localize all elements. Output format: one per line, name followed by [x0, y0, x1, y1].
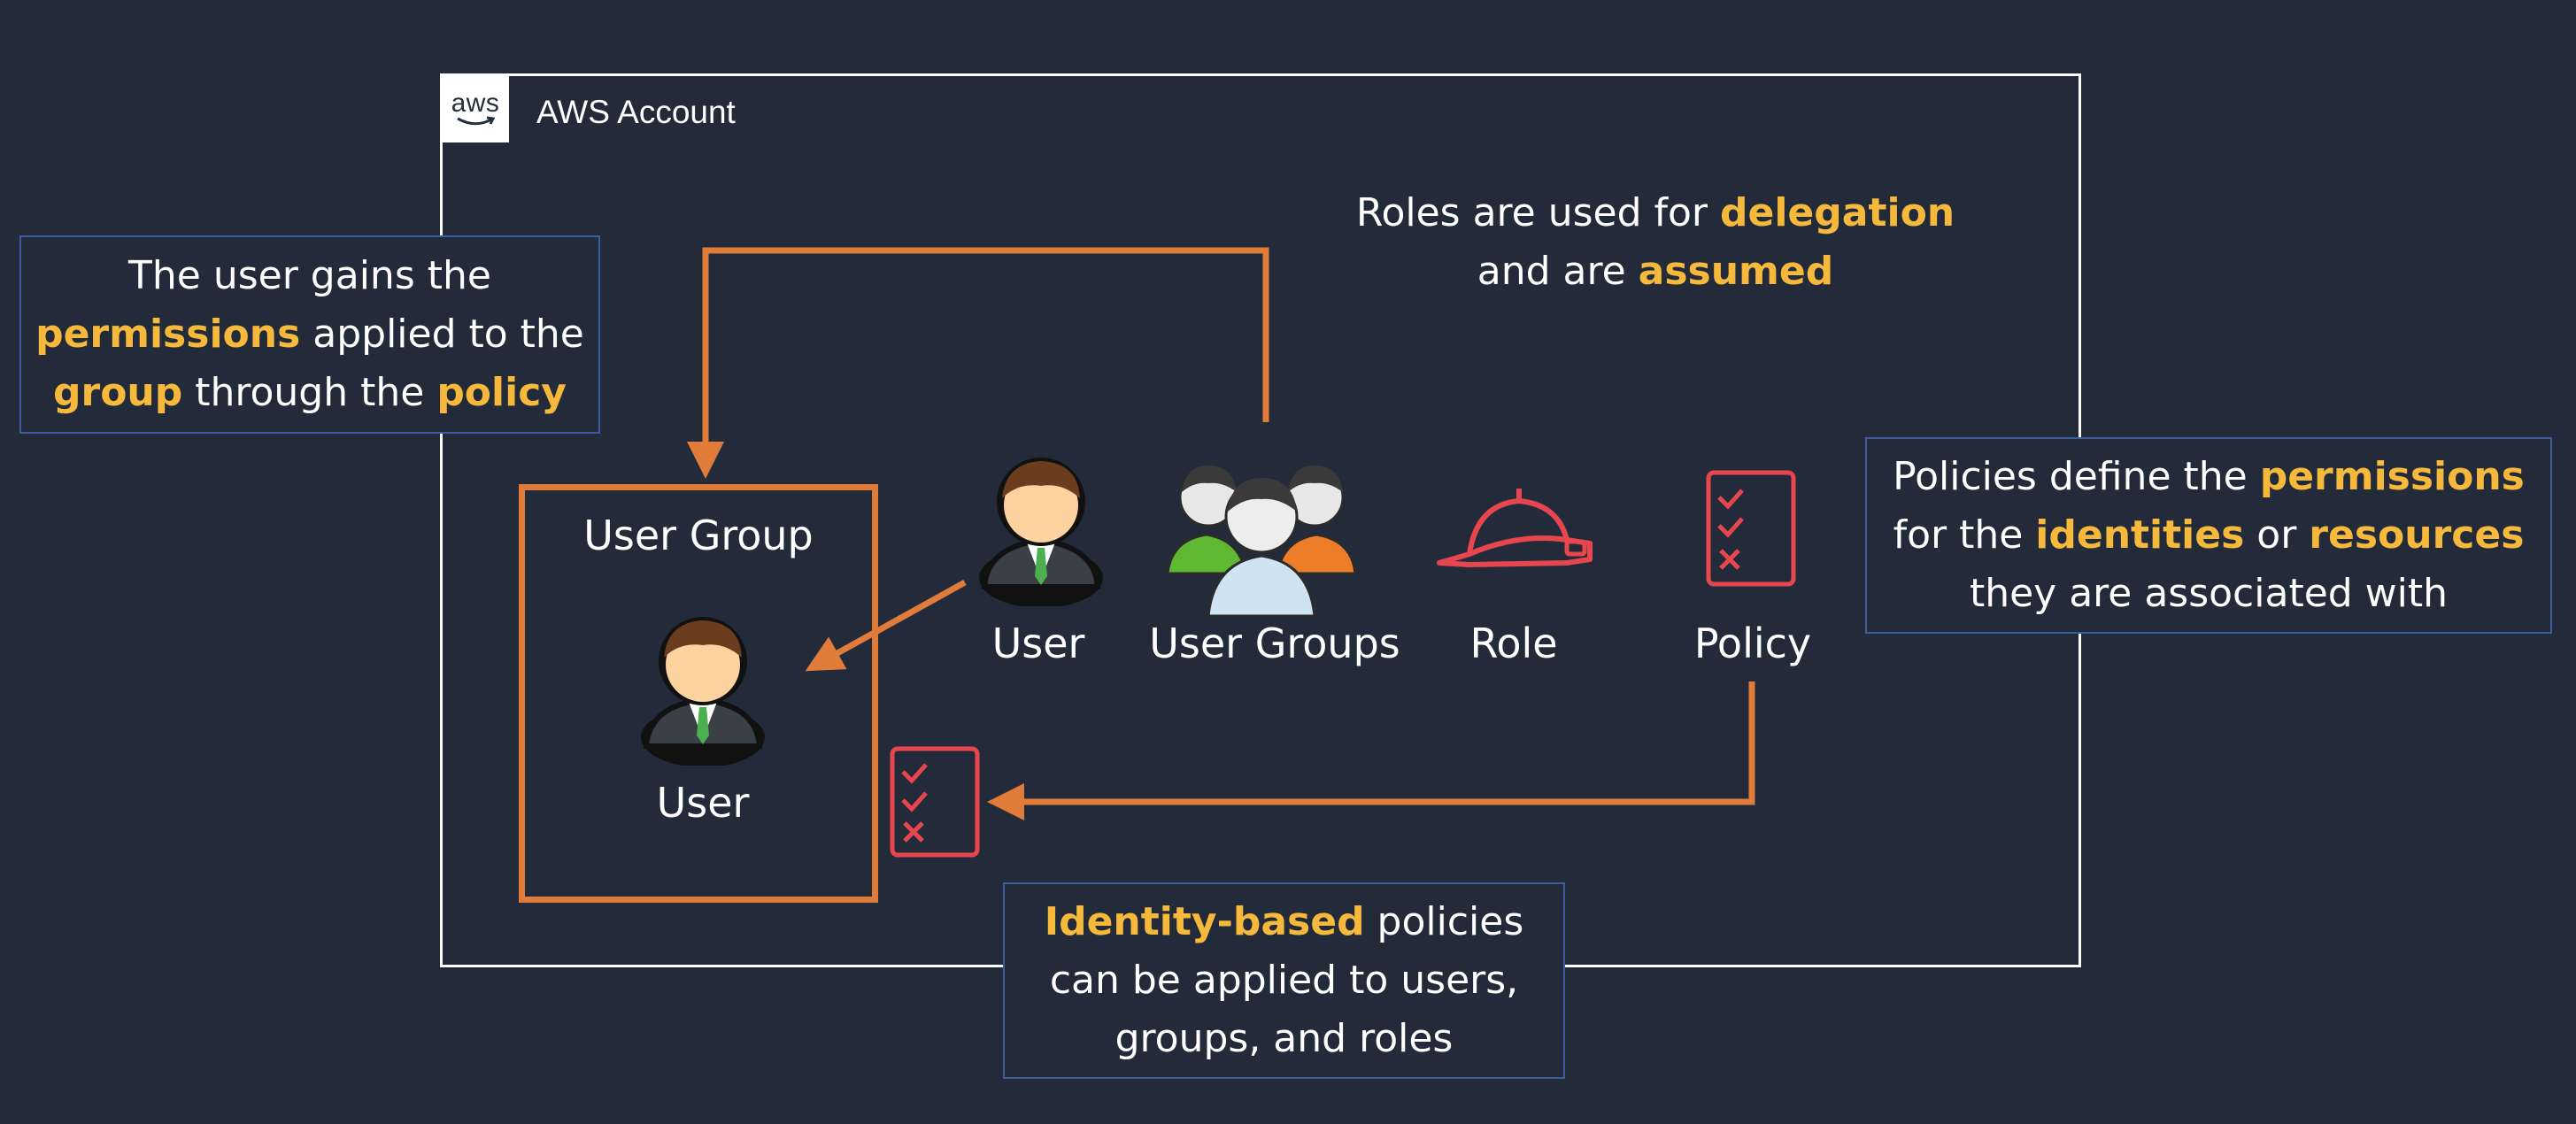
- aws-logo-text: aws: [451, 89, 500, 118]
- callout-bottom-line3: groups, and roles: [1114, 1016, 1454, 1061]
- callout-bottom-line1: Identity-based policies: [1045, 893, 1524, 951]
- policy-label: Policy: [1693, 620, 1812, 667]
- note-roles-line2-text: and are: [1477, 249, 1639, 294]
- note-roles-delegation: Roles are used for delegation and are as…: [1328, 184, 1983, 301]
- hl-identity-based: Identity-based: [1044, 899, 1365, 944]
- user-groups-label: User Groups: [1149, 620, 1400, 667]
- hl-delegation: delegation: [1720, 190, 1955, 235]
- user-groups-icon: [1166, 466, 1357, 618]
- role-label: Role: [1469, 620, 1558, 667]
- policy-icon: [1706, 470, 1796, 587]
- hl-group: group: [53, 370, 183, 415]
- callout-bottom-line1-rest: policies: [1364, 899, 1524, 944]
- callout-right-line2-mid: or: [2244, 512, 2310, 558]
- hl-resources: resources: [2309, 512, 2525, 558]
- group-member-user-icon: [641, 617, 765, 766]
- hl-policy: policy: [436, 370, 567, 415]
- user-group-title: User Group: [583, 512, 814, 559]
- note-roles-line1-text: Roles are used for: [1355, 190, 1721, 235]
- account-title: AWS Account: [536, 94, 736, 130]
- arrow-user-to-group: [805, 579, 967, 672]
- note-roles-line1: Roles are used for delegation: [1328, 184, 1983, 243]
- callout-right-line1-text: Policies define the: [1893, 454, 2260, 499]
- hl-permissions: permissions: [35, 312, 301, 357]
- callout-right-line2: for the identities or resources: [1893, 506, 2525, 565]
- callout-left-line3-mid: through the: [182, 370, 437, 415]
- callout-policies-define-permissions: Policies define the permissions for the …: [1865, 437, 2552, 634]
- aws-logo: aws: [442, 75, 509, 142]
- user-icon: [979, 458, 1103, 606]
- role-hard-hat-icon: [1437, 489, 1593, 567]
- callout-right-line3: they are associated with: [1969, 571, 2449, 616]
- callout-user-gains-permissions: The user gains the permissions applied t…: [19, 235, 600, 434]
- callout-left-line2-rest: applied to the: [300, 312, 584, 357]
- callout-left-line3: group through the policy: [35, 364, 584, 422]
- arrow-policy-to-group: [987, 681, 1755, 820]
- arrow-groups-to-group-box: [687, 247, 1269, 479]
- user-group-box: [519, 484, 878, 903]
- hl-assumed: assumed: [1638, 249, 1834, 294]
- aws-smile-icon: [457, 116, 495, 126]
- group-member-user-label: User: [656, 779, 750, 827]
- callout-identity-based-policies: Identity-based policies can be applied t…: [1003, 882, 1565, 1079]
- callout-right-line2-text: for the: [1893, 512, 2036, 558]
- user-icon-label: User: [991, 620, 1085, 667]
- callout-right-line1: Policies define the permissions: [1893, 448, 2525, 506]
- attached-policy-icon: [890, 746, 980, 858]
- hl-identities: identities: [2035, 512, 2245, 558]
- callout-bottom-line2: can be applied to users,: [1049, 958, 1519, 1003]
- hl-permissions-right: permissions: [2259, 454, 2525, 499]
- callout-left-line1: The user gains the: [128, 253, 491, 298]
- note-roles-line2: and are assumed: [1328, 243, 1983, 301]
- callout-left-line2: permissions applied to the: [35, 305, 584, 364]
